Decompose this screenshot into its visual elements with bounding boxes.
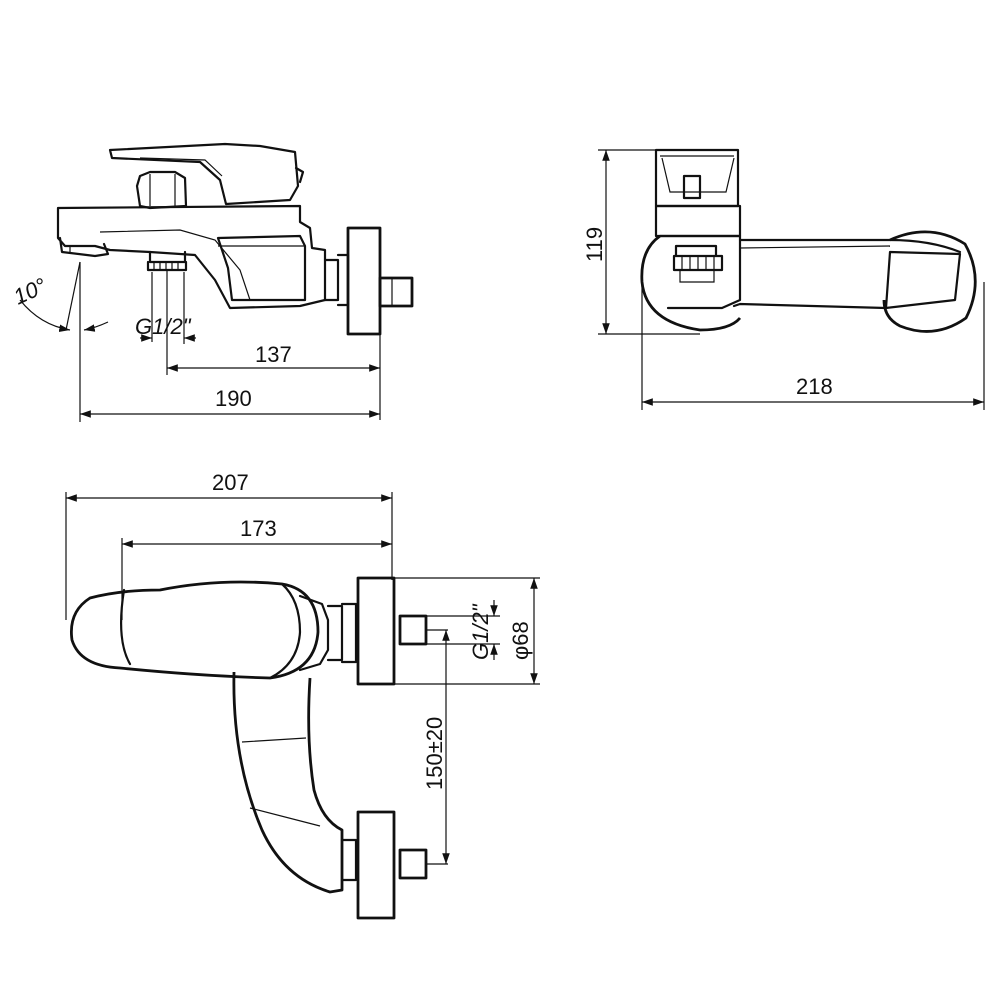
top-body: [232, 671, 344, 894]
lever-handle: [108, 142, 300, 206]
angle-label: 10°: [10, 273, 51, 310]
side-view: 119 218: [582, 148, 985, 410]
diverter-knob: [135, 170, 188, 210]
top-view: 207 173 φ68 G1/2" 150±20: [65, 470, 540, 920]
side-dim-depth: 218: [796, 374, 833, 399]
inlet-nut: [378, 276, 414, 308]
front-dim-overall: 190: [215, 386, 252, 411]
top-lever: [70, 580, 320, 680]
side-body: [658, 234, 742, 310]
mixer-body: [56, 204, 327, 310]
side-rose-right: [882, 230, 977, 333]
top-flange-lower: [356, 810, 396, 920]
spout: [58, 236, 110, 258]
front-dim-inner: 137: [255, 342, 292, 367]
top-thread-label: G1/2": [468, 603, 493, 660]
top-flange-diameter: φ68: [508, 621, 533, 660]
front-view: 10° G1/2" 137 190: [10, 142, 414, 422]
wall-flange: [346, 226, 382, 336]
top-dim-overall: 207: [212, 470, 249, 495]
top-centers-label: 150±20: [422, 717, 447, 790]
side-dim-height: 119: [582, 227, 607, 262]
top-flange-upper: [356, 576, 396, 686]
side-rose-left: [640, 234, 742, 332]
front-thread-label: G1/2": [135, 314, 192, 339]
top-dim-inner: 173: [240, 516, 277, 541]
